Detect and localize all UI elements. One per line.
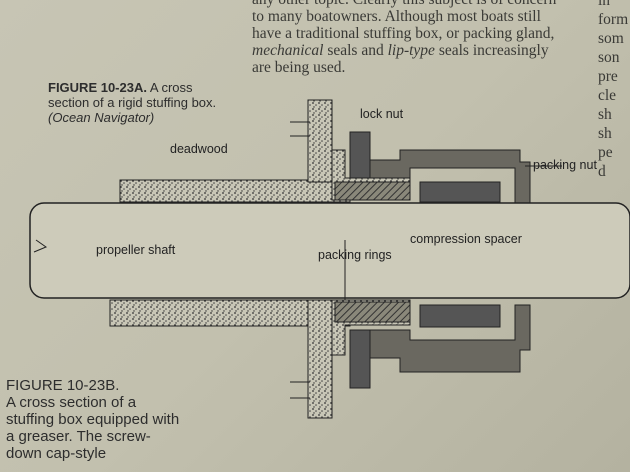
body-line: mechanical seals and lip-type seals incr… [252,42,622,59]
caption-source: (Ocean Navigator) [48,110,155,125]
fragment: in [598,0,611,9]
upper-packing-rings [334,181,411,201]
upper-lock-nut [349,131,371,179]
propeller-shaft [29,202,630,299]
caption-text: A cross section of a stuffing box equipp… [6,394,180,462]
fragment: pe [598,144,613,161]
fragment: som [598,30,624,47]
caption-text: A cross section of a rigid stuffing box. [48,80,217,110]
upper-flange [307,99,333,183]
body-line: any other topic. Clearly this subject is… [252,0,622,8]
fragment: sh [598,125,612,142]
figure-b-caption: FIGURE 10-23B.A cross section of a stuff… [6,377,186,462]
figure-label: FIGURE 10-23A. [48,80,147,95]
label-packing-rings: packing rings [318,248,392,262]
upper-deadwood-tube [119,179,351,203]
fragment: cle [598,87,617,104]
body-line: to many boatowners. Although most boats … [252,8,541,25]
label-deadwood: deadwood [170,142,228,156]
figure-a-caption: FIGURE 10-23A. A cross section of a rigi… [48,80,228,125]
label-packing-nut: packing nut [533,158,597,172]
text: seals increasingly [434,42,549,59]
label-compression-spacer: compression spacer [410,232,522,246]
figure-label: FIGURE 10-23B. [6,377,120,394]
body-line: are being used. [252,59,346,76]
body-line: have a traditional stuffing box, or pack… [252,25,555,42]
lower-flange [307,299,333,419]
lower-lock-nut [349,329,371,389]
label-lock-nut: lock nut [360,107,404,121]
fragment: sh [598,106,612,123]
side-column-fragments: in form som son pre cle sh sh pe d [598,0,628,181]
label-propeller-shaft: propeller shaft [96,243,176,257]
fragment: form [598,11,629,28]
text: seals and [323,42,388,59]
fragment: pre [598,68,618,85]
fragment: d [598,163,606,180]
lower-compression-spacer [419,304,501,328]
lower-packing-nut [369,304,531,373]
fragment: son [598,49,620,66]
body-text: any other topic. Clearly this subject is… [252,0,622,76]
italic-term: lip-type [387,42,435,59]
lower-packing-rings [334,301,411,323]
upper-compression-spacer [419,181,501,203]
italic-term: mechanical [252,42,324,59]
